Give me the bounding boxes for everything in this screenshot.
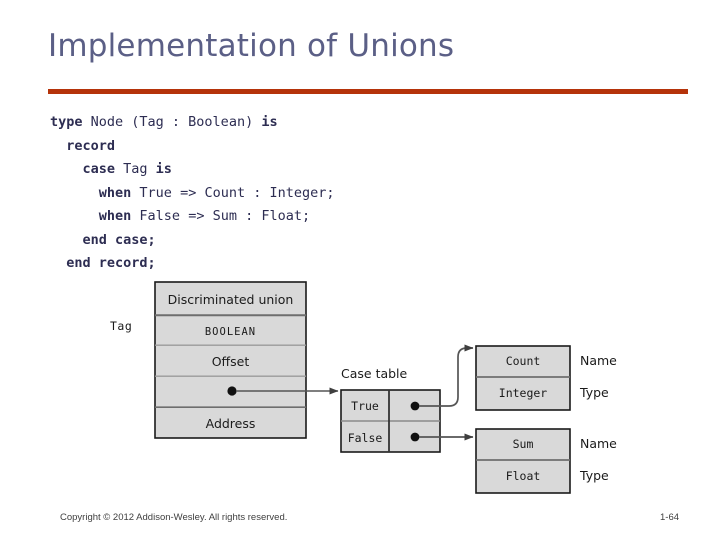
- code-keyword: when: [98, 208, 132, 224]
- descriptor-cell-address: Address: [206, 416, 256, 431]
- code-text: False => Sum : Float;: [131, 208, 311, 224]
- code-text: Tag: [115, 161, 156, 177]
- code-keyword: case: [82, 161, 116, 177]
- variant-label-sum-type: Type: [579, 468, 609, 483]
- connector-true-to-count-table: [419, 344, 474, 407]
- code-keyword: end record;: [66, 255, 156, 271]
- variant-table-sum-outline: [475, 428, 571, 494]
- diagram-svg: Discriminated union BOOLEAN Offset Addre…: [110, 281, 617, 494]
- code-line: end record;: [50, 252, 335, 276]
- descriptor-cell-boolean: BOOLEAN: [205, 326, 256, 338]
- case-table-label: Case table: [341, 366, 408, 381]
- code-line: end case;: [50, 229, 335, 253]
- variant-table-count: Count Integer Name Type: [475, 345, 617, 411]
- case-table-cell-false: False: [348, 431, 383, 445]
- code-line: case Tag is: [50, 158, 335, 182]
- variant-cell-sum: Sum: [513, 437, 534, 451]
- code-indent: [50, 161, 83, 177]
- union-implementation-diagram: Discriminated union BOOLEAN Offset Addre…: [0, 265, 720, 495]
- variant-table-count-outline: [475, 345, 571, 411]
- code-block: type Node (Tag : Boolean) is record case…: [50, 111, 335, 276]
- case-table-pointer-dot-true: [410, 401, 420, 411]
- footer-copyright: Copyright © 2012 Addison-Wesley. All rig…: [60, 512, 288, 523]
- variant-table-sum: Sum Float Name Type: [475, 428, 617, 494]
- descriptor-cell-pointer-dot: [227, 386, 237, 396]
- code-keyword: is: [155, 161, 172, 177]
- variant-cell-float: Float: [506, 469, 541, 483]
- tag-label: Tag: [110, 319, 132, 333]
- case-table-pointer-dot-false: [410, 432, 420, 442]
- code-keyword: end case;: [82, 231, 156, 248]
- code-keyword: is: [261, 114, 278, 130]
- code-keyword: when: [98, 184, 132, 201]
- descriptor-table: Discriminated union BOOLEAN Offset Addre…: [154, 281, 307, 439]
- footer-page-number: 1-64: [660, 512, 680, 523]
- case-table: True False: [340, 389, 441, 453]
- code-line: record: [50, 135, 335, 159]
- code-indent: [50, 208, 99, 224]
- variant-label-count-type: Type: [579, 385, 609, 400]
- code-text: True => Count : Integer;: [131, 184, 335, 201]
- code-indent: [50, 185, 99, 201]
- variant-cell-count: Count: [506, 354, 541, 368]
- code-keyword: type: [50, 114, 83, 130]
- variant-label-sum-name: Name: [580, 436, 617, 451]
- code-text: Node (Tag : Boolean): [82, 114, 262, 130]
- code-keyword: record: [66, 137, 116, 154]
- title-divider-rule: [48, 89, 688, 94]
- descriptor-table-outline: [154, 281, 307, 439]
- code-line: type Node (Tag : Boolean) is: [50, 111, 335, 135]
- code-line: when False => Sum : Float;: [50, 205, 335, 229]
- variant-label-count-name: Name: [580, 353, 617, 368]
- code-indent: [50, 138, 66, 154]
- code-indent: [50, 232, 83, 248]
- case-table-cell-true: True: [351, 399, 379, 413]
- descriptor-cell-discriminated-union: Discriminated union: [168, 292, 294, 307]
- page-title: Implementation of Unions: [48, 28, 455, 64]
- descriptor-cell-offset: Offset: [212, 354, 250, 369]
- variant-cell-integer: Integer: [499, 386, 548, 400]
- code-line: when True => Count : Integer;: [50, 182, 335, 206]
